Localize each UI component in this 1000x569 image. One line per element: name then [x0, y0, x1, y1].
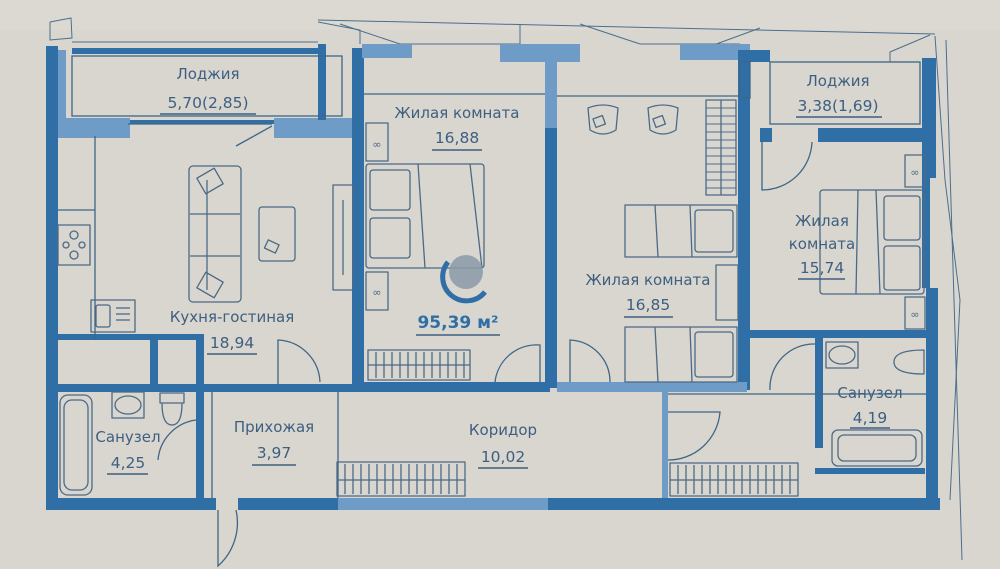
bathtub-icon	[59, 394, 93, 496]
room-name: Кухня-гостиная	[170, 308, 294, 326]
total-area: 95,39 м²	[417, 313, 498, 333]
room-kitchen-living: Кухня-гостиная 18,94	[170, 308, 294, 355]
coffee-table-icon	[258, 206, 296, 262]
svg-text:∞: ∞	[372, 138, 381, 151]
radiator-icon	[367, 349, 471, 381]
bed-icon: ∞ ∞	[819, 154, 926, 330]
walls	[46, 44, 940, 510]
room-living-1: Жилая комната 16,88	[395, 104, 520, 151]
room-area: 4,25	[111, 454, 146, 472]
svg-text:∞: ∞	[910, 166, 919, 179]
bathtub-icon	[831, 429, 923, 467]
room-name: Лоджия	[176, 65, 239, 83]
room-name: Жилая комната	[586, 271, 711, 289]
doors	[157, 125, 816, 568]
room-area: 3,38(1,69)	[797, 97, 878, 115]
logo-ring-icon	[440, 260, 487, 304]
room-living-2: Жилая комната 16,85	[586, 271, 711, 318]
room-bathroom-left: Санузел 4,25	[95, 428, 161, 475]
room-name-line2: комната	[789, 235, 855, 253]
washbasin-icon	[825, 341, 859, 369]
washbasin-icon	[111, 391, 145, 419]
toilet-icon	[159, 392, 185, 426]
room-loggia-right: Лоджия 3,38(1,69)	[796, 72, 882, 118]
room-corridor: Коридор 10,02	[469, 421, 537, 469]
bed-icon	[624, 204, 739, 383]
room-name: Лоджия	[806, 72, 869, 90]
room-name: Жилая комната	[395, 104, 520, 122]
sofa-icon	[188, 165, 242, 303]
svg-text:∞: ∞	[372, 286, 381, 299]
loggia-glazing	[49, 17, 963, 561]
room-name-line1: Жилая	[795, 212, 849, 230]
room-name: Санузел	[95, 428, 160, 446]
kitchen-sink-icon	[90, 299, 136, 333]
toilet-icon	[893, 349, 925, 375]
room-area: 15,74	[800, 259, 844, 277]
room-name: Прихожая	[234, 418, 314, 436]
room-area: 4,19	[853, 409, 888, 427]
bed-icon: ∞ ∞	[365, 122, 485, 311]
room-bathroom-right: Санузел 4,19	[837, 384, 903, 429]
room-area: 5,70(2,85)	[167, 94, 248, 112]
armchair-icon	[587, 104, 679, 135]
svg-text:∞: ∞	[910, 308, 919, 321]
room-area: 16,85	[626, 296, 670, 314]
total-area-block: 95,39 м²	[416, 255, 500, 336]
room-living-3: Жилая комната 15,74	[789, 212, 855, 280]
room-name: Санузел	[837, 384, 902, 402]
radiator-icon	[669, 462, 799, 497]
room-hallway: Прихожая 3,97	[234, 418, 314, 466]
tv-stand-icon	[332, 184, 354, 291]
room-name: Коридор	[469, 421, 537, 439]
room-area: 16,88	[435, 129, 479, 147]
radiator-icon	[336, 461, 466, 497]
furniture: ∞ ∞	[57, 99, 926, 497]
wardrobe-icon	[705, 99, 737, 196]
room-area: 18,94	[210, 334, 254, 352]
interior-lines	[58, 55, 926, 498]
room-loggia-left: Лоджия 5,70(2,85)	[160, 65, 256, 115]
room-area: 3,97	[257, 444, 292, 462]
stove-icon	[57, 224, 91, 266]
blurred-logo	[449, 255, 483, 289]
room-area: 10,02	[481, 448, 525, 466]
